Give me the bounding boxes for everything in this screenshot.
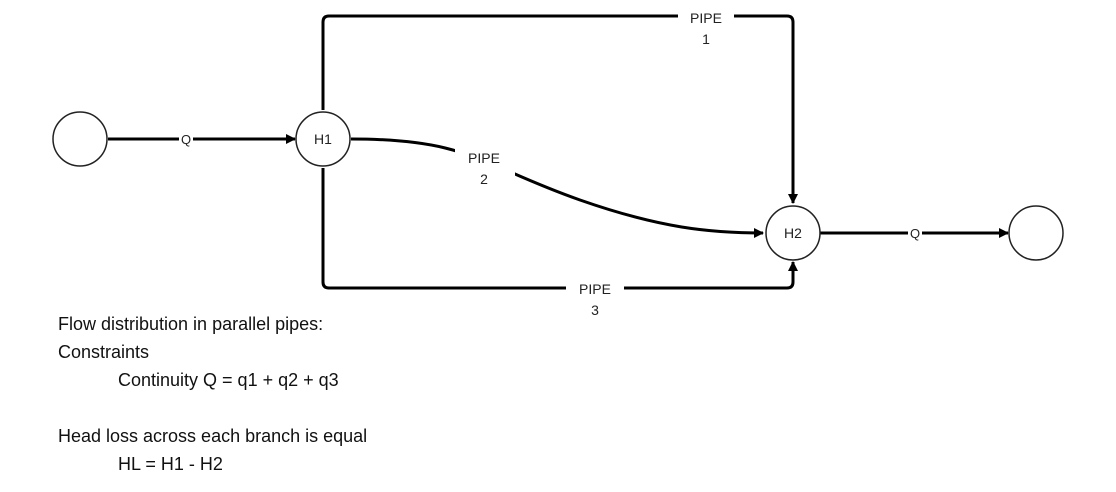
edge-pipe-1: PIPE 1 [321, 6, 798, 204]
pipe-1-number: 1 [702, 31, 710, 47]
notes-spacer [58, 394, 367, 422]
pipe-3-label: PIPE [579, 281, 611, 297]
node-h1: H1 [295, 111, 351, 167]
edge-pipe-2: PIPE 2 [350, 137, 764, 238]
edge-inflow: Q [108, 131, 296, 147]
notes-headloss-statement: Head loss across each branch is equal [58, 426, 368, 446]
node-source [52, 111, 108, 167]
node-h1-label: H1 [314, 131, 332, 147]
node-h2-label: H2 [784, 225, 802, 241]
notes-constraints-heading: Constraints [58, 342, 150, 362]
notes-headloss-equation: HL = H1 - H2 [118, 454, 223, 474]
inflow-label: Q [181, 132, 191, 147]
pipe-2-label: PIPE [468, 150, 500, 166]
node-h2: H2 [765, 205, 821, 261]
node-sink [1008, 205, 1064, 261]
pipe-2-number: 2 [480, 171, 488, 187]
outflow-label: Q [910, 226, 920, 241]
notes-continuity-equation: Continuity Q = q1 + q2 + q3 [118, 370, 339, 390]
pipe-3-number: 3 [591, 302, 599, 318]
notes-block: Flow distribution in parallel pipes: Con… [58, 310, 367, 478]
pipe-1-label: PIPE [690, 10, 722, 26]
edge-outflow: Q [820, 225, 1009, 241]
edge-pipe-3: PIPE 3 [321, 168, 798, 318]
notes-title: Flow distribution in parallel pipes: [58, 314, 324, 334]
